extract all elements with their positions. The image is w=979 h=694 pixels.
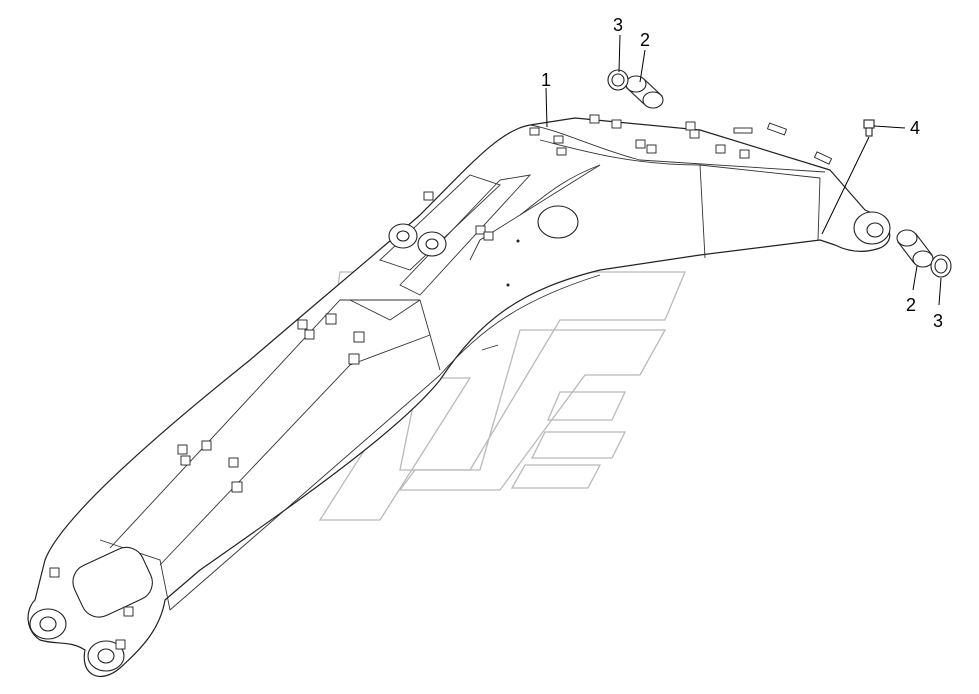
boom-icon bbox=[27, 114, 891, 678]
callout-2-upper: 2 bbox=[640, 30, 650, 50]
callout-2-lower: 2 bbox=[906, 295, 916, 315]
callout-3-lower: 3 bbox=[933, 311, 943, 331]
leader-lines bbox=[545, 34, 942, 306]
bushing-icon bbox=[625, 75, 664, 109]
seal-ring-icon bbox=[930, 254, 952, 278]
bushing-icon bbox=[896, 229, 934, 268]
callout-1: 1 bbox=[541, 70, 551, 90]
seal-ring-icon bbox=[607, 69, 629, 91]
callout-4: 4 bbox=[910, 118, 920, 138]
grease-nipple-icon bbox=[863, 119, 875, 137]
callout-3-upper: 3 bbox=[613, 15, 623, 35]
